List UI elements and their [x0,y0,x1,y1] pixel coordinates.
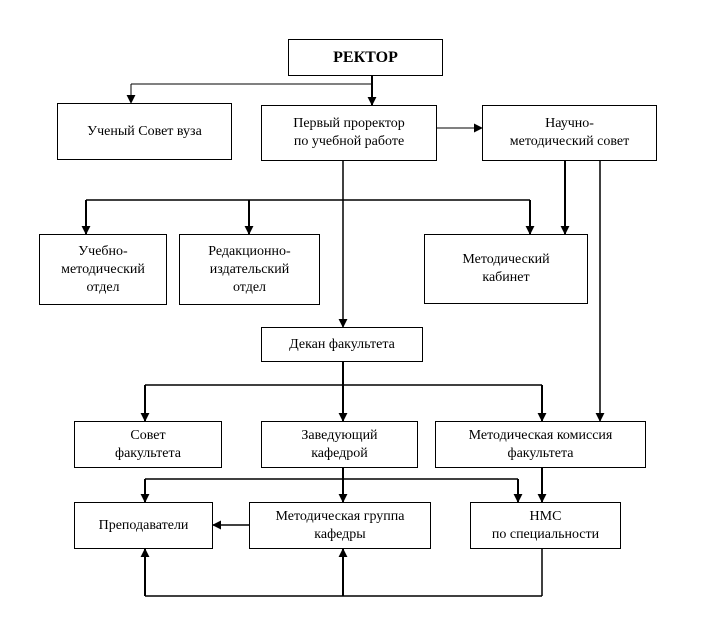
faculty-methodical-commission-box: Методическая комиссия факультета [435,421,646,468]
first-prorector-box: Первый проректор по учебной работе [261,105,437,161]
rector-box: РЕКТОР [288,39,443,76]
methodical-cabinet-box: Методический кабинет [424,234,588,304]
academic-council-box: Ученый Совет вуза [57,103,232,160]
teachers-box: Преподаватели [74,502,213,549]
scientific-methodical-council-box: Научно- методический совет [482,105,657,161]
editorial-publishing-dept-box: Редакционно- издательский отдел [179,234,320,305]
department-methodical-group-box: Методическая группа кафедры [249,502,431,549]
faculty-dean-box: Декан факультета [261,327,423,362]
department-head-box: Заведующий кафедрой [261,421,418,468]
educational-methodical-dept-box: Учебно- методический отдел [39,234,167,305]
nms-by-specialty-box: НМС по специальности [470,502,621,549]
faculty-council-box: Совет факультета [74,421,222,468]
